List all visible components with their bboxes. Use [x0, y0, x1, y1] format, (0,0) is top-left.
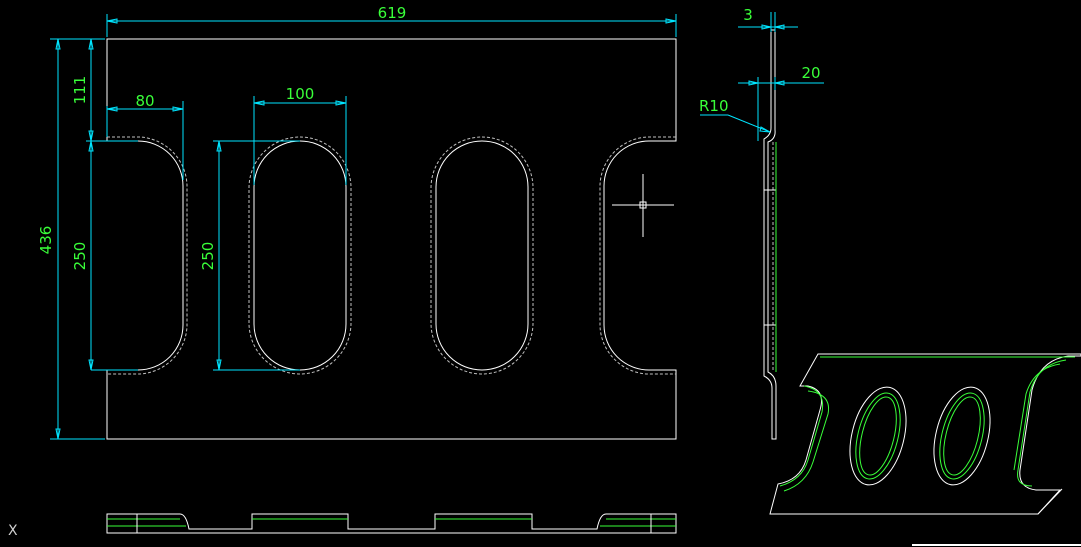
iso-slot-2 [933, 386, 991, 486]
dimension-top-margin: 111 [71, 38, 105, 142]
crosshair-cursor-icon [612, 174, 674, 237]
dim-text-100: 100 [286, 85, 315, 103]
left-notch-hidden [107, 136, 188, 375]
dimension-overall-width: 619 [106, 4, 677, 37]
dim-text-20: 20 [801, 64, 820, 82]
dimension-slot-width: 100 [253, 85, 347, 185]
iso-slot-1 [849, 386, 907, 486]
dimension-slot-height: 250 [199, 140, 300, 371]
isometric-view [769, 353, 1081, 515]
front-view [106, 38, 677, 440]
side-view [763, 29, 777, 440]
bottom-view [106, 513, 677, 534]
dim-text-619: 619 [378, 4, 407, 22]
dimension-end-notch-width: 80 [106, 92, 184, 180]
dim-text-250-slot: 250 [199, 242, 217, 271]
dimension-bend-radius: R10 [699, 97, 771, 133]
slot-2-hidden [430, 136, 534, 375]
dimension-end-notch-height: 250 [71, 140, 138, 371]
dim-text-436: 436 [37, 226, 55, 255]
dim-text-r10: R10 [699, 97, 729, 115]
slot-2 [435, 140, 529, 371]
dim-text-80: 80 [135, 92, 154, 110]
right-notch-hidden [599, 136, 676, 375]
dim-text-111: 111 [71, 76, 89, 105]
dim-text-250-notch: 250 [71, 242, 89, 271]
slot-1-hidden [248, 136, 352, 375]
dimension-overall-height: 436 [37, 38, 105, 440]
plate-outline [106, 38, 677, 440]
dimension-flange-offset: 20 [738, 64, 824, 141]
dim-text-3: 3 [743, 6, 753, 24]
axis-x-label: X [8, 523, 18, 539]
slot-1 [253, 140, 347, 371]
dimension-thickness: 3 [738, 6, 798, 32]
